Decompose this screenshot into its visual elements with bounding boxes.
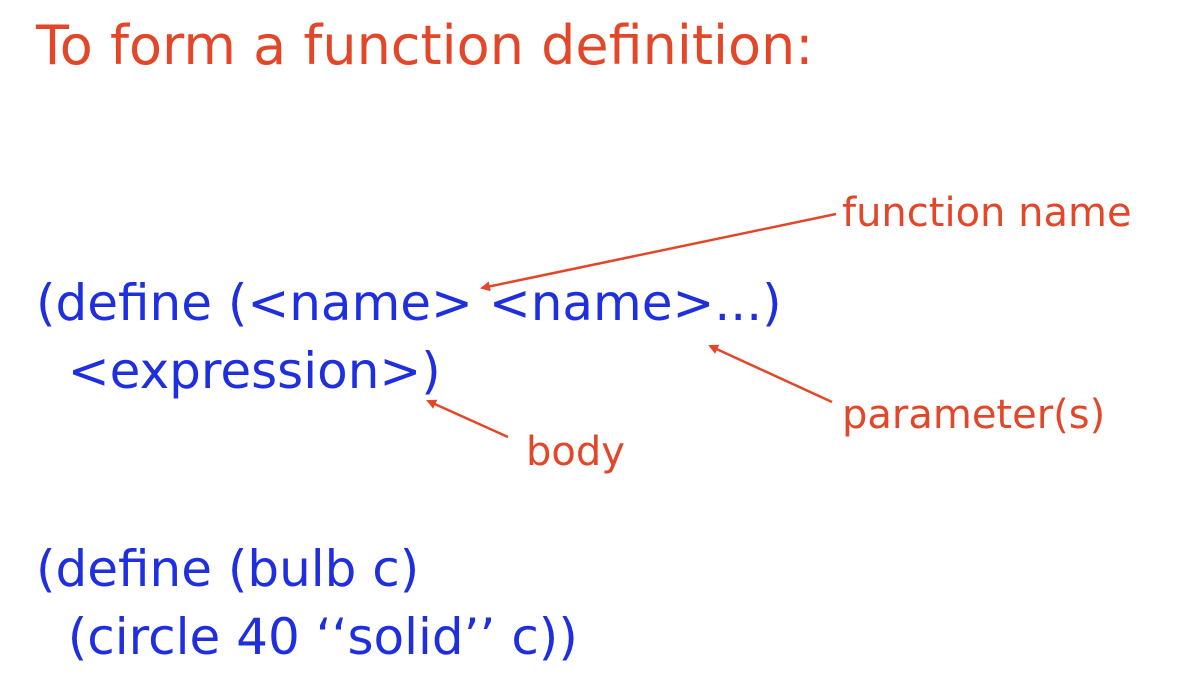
template-line-1: (define (<name> <name>...) [36, 274, 782, 332]
parameters-arrow [708, 344, 833, 404]
parameters-label: parameter(s) [842, 392, 1106, 438]
body-arrow [426, 399, 509, 439]
template-line-2: <expression>) [36, 342, 441, 400]
example-line-2: (circle 40 ‘‘solid’’ c)) [36, 608, 578, 666]
slide-title: To form a function definition: [36, 14, 814, 77]
example-line-1: (define (bulb c) [36, 540, 420, 598]
body-label: body [526, 429, 625, 475]
function-name-label: function name [842, 190, 1132, 236]
